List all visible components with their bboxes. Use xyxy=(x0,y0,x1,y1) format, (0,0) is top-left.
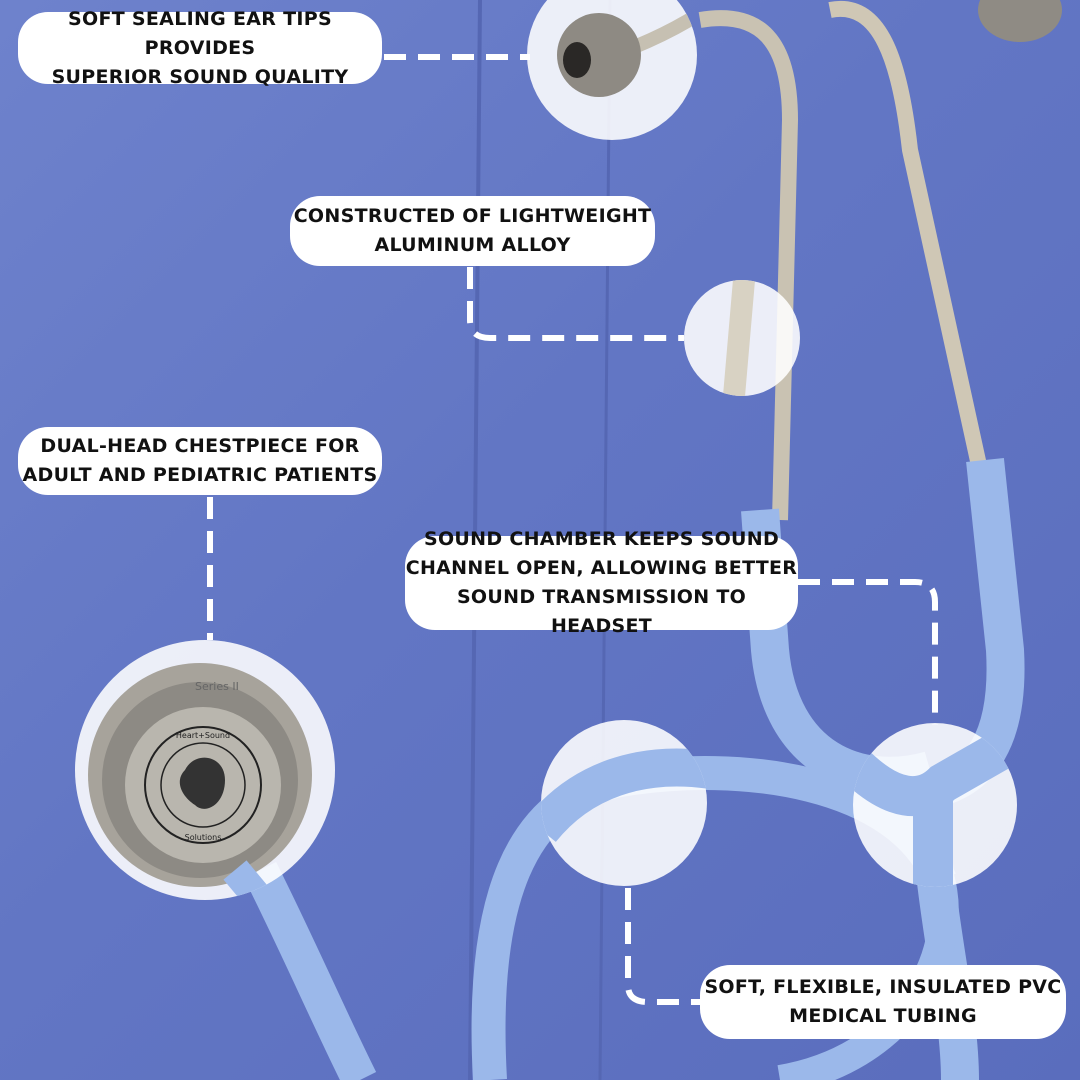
callout-line: Sound chamber keeps sound xyxy=(423,528,780,550)
callout-line: superior sound quality xyxy=(51,65,349,88)
callout-line: sound transmission to headset xyxy=(456,586,747,637)
callout-line: Constructed of lightweight xyxy=(293,205,652,227)
callout-line: adult and pediatric patients xyxy=(22,464,378,486)
callout-line: Dual-head chestpiece for xyxy=(40,435,360,457)
chestpiece-callout: Dual-head chestpiece for adult and pedia… xyxy=(18,427,382,495)
callout-line: Soft, flexible, insulated PVC xyxy=(704,976,1062,998)
ear-tip-closeup xyxy=(527,0,697,140)
aluminum-callout: Constructed of lightweight aluminum allo… xyxy=(290,196,655,266)
sound-chamber-callout: Sound chamber keeps sound channel open, … xyxy=(405,528,798,637)
tubing-callout: Soft, flexible, insulated PVC medical tu… xyxy=(700,965,1066,1039)
ear-tips-callout: Soft sealing ear tips provides superior … xyxy=(18,8,382,88)
callout-line: Soft sealing ear tips provides xyxy=(68,7,332,59)
tubing-closeup xyxy=(541,720,707,886)
callout-line: channel open, allowing better xyxy=(405,557,798,579)
aluminum-tube-closeup xyxy=(684,280,800,396)
callout-line: medical tubing xyxy=(789,1005,977,1027)
sound-chamber-closeup xyxy=(853,723,1017,887)
brand-bottom: Solutions xyxy=(185,833,222,842)
chestpiece-closeup: Heart+Sound Solutions Series II xyxy=(75,640,335,900)
callout-line: aluminum alloy xyxy=(374,234,571,256)
series-label: Series II xyxy=(195,680,239,693)
brand-top: Heart+Sound xyxy=(176,731,230,740)
